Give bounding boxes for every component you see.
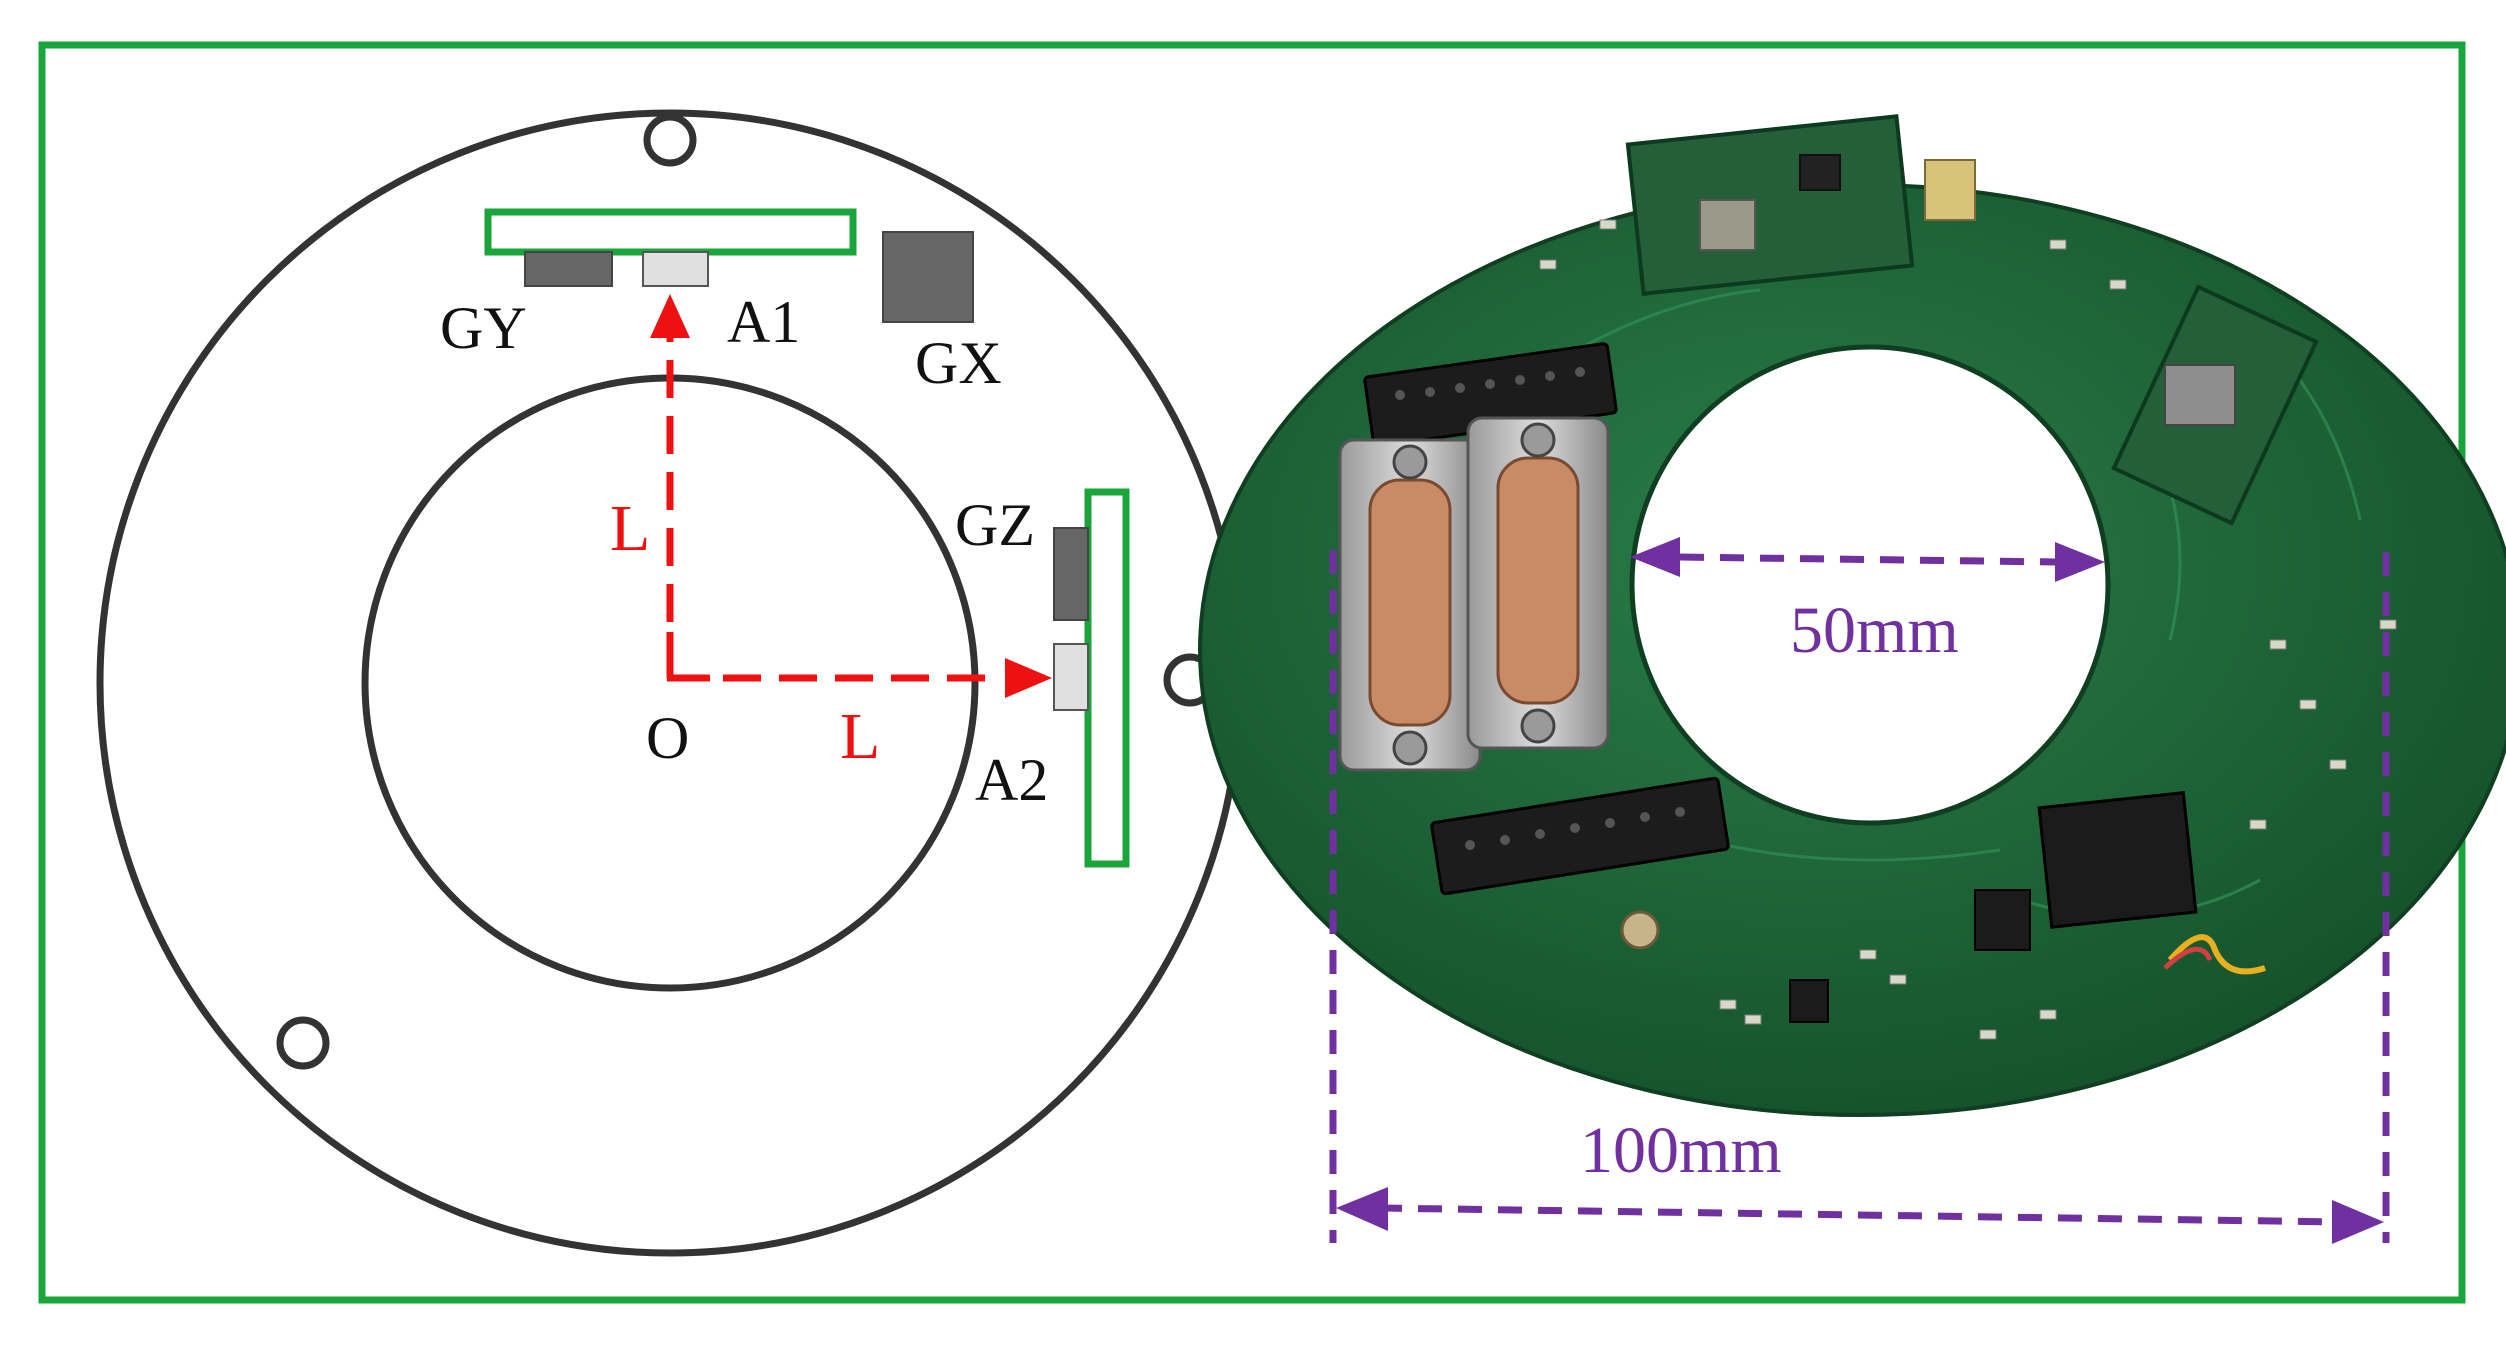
dsub-connector-right [1466,416,1610,750]
horizontal-l-label: L [840,700,880,773]
lever-arm-arrows [666,330,1000,682]
top-sensor-board [484,208,857,256]
top-board-yellow-part [1924,159,1976,221]
outer-arrowhead-right [2332,1200,2384,1244]
smd-components [1539,219,2397,1040]
pcb-center-hole [1629,344,2111,826]
small-ic-chip-2 [1789,979,1829,1023]
inner-diameter-line [1679,553,2056,566]
a2-label: A2 [975,747,1048,813]
inner-ring-circle [361,374,979,992]
arrowhead-right [1005,658,1052,698]
pcb-wire-red [2163,946,2213,970]
origin-label: O [646,705,689,771]
outer-arrowhead-left [1336,1187,1388,1231]
bottom-black-header [1430,776,1730,896]
right-board-chip [2164,364,2236,426]
top-daughter-board [1625,114,1915,296]
accelerometer-a2-chip [1053,643,1089,711]
gyro-gy-chip [524,251,613,287]
schematic-diagram: GY A1 GX GZ A2 O L L [96,109,1244,1257]
outer-diameter-line [1377,1204,2341,1226]
inner-arrowhead-left [1630,537,1680,577]
pcb-wire [2167,934,2266,975]
main-processor-chip [2037,791,2198,929]
mounting-hole-top [643,113,697,167]
gy-label: GY [440,295,527,361]
gyro-gx-chip [882,231,974,323]
gx-label: GX [915,330,1002,396]
gyro-gz-chip [1053,527,1089,621]
inner-arrowhead-right [2055,542,2105,582]
mounting-hole-bottom-left [276,1016,330,1070]
arrowhead-up [650,294,690,338]
pcb-photo [1198,114,2506,1117]
inner-diameter-label: 50mm [1790,594,1959,667]
top-board-chip-2 [1799,154,1841,191]
accelerometer-a1-chip [642,251,709,287]
right-sensor-board [1084,488,1130,868]
pcb-mount-pad [1620,910,1660,950]
dsub-connector-left [1338,438,1482,772]
header-pins [1395,367,1685,850]
top-board-chip [1699,199,1756,251]
vertical-l-label: L [610,492,650,565]
gz-label: GZ [955,492,1035,558]
dimension-annotations [1329,550,2390,1243]
small-ic-chip [1974,889,2031,951]
a1-label: A1 [727,289,800,355]
outer-diameter-label: 100mm [1580,1114,1782,1187]
